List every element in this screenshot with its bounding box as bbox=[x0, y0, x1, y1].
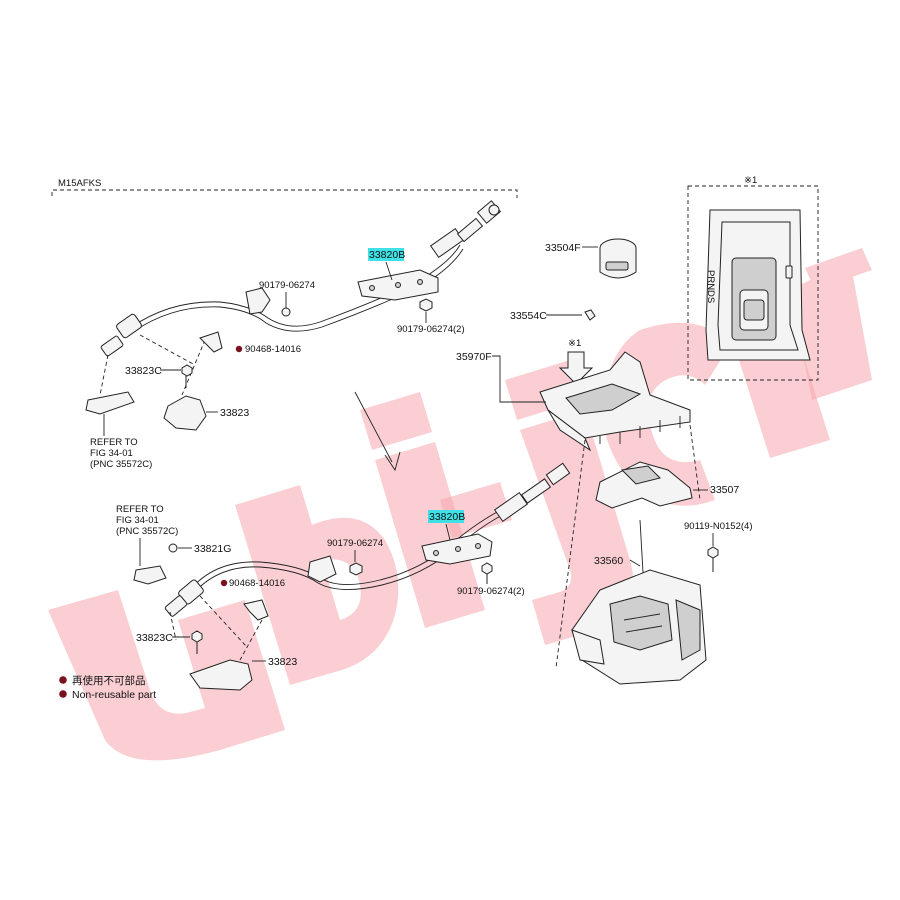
upper-label-90468: 90468-14016 bbox=[245, 344, 301, 355]
shifter-base-33560 bbox=[571, 519, 707, 685]
inset-gear-letters: PRNDS bbox=[705, 270, 716, 303]
watermark-letter-i bbox=[360, 392, 485, 628]
upper-bolt-33823C bbox=[181, 364, 193, 388]
shift-knob-33504F bbox=[599, 238, 637, 279]
watermark-dash bbox=[440, 482, 512, 538]
inset-mark: ※1 bbox=[744, 175, 757, 186]
upper-cable-left-end bbox=[116, 313, 142, 339]
lower-cable-assembly bbox=[133, 462, 571, 691]
lower-label-33820B: 33820B bbox=[429, 511, 465, 523]
lower-refer-part bbox=[133, 565, 167, 585]
right-label-33560: 33560 bbox=[594, 555, 623, 567]
bolt-90119 bbox=[707, 546, 719, 572]
legend-dot-en bbox=[59, 690, 67, 698]
watermark-letter-a bbox=[790, 248, 872, 400]
right-label-33504F: 33504F bbox=[545, 242, 581, 254]
lower-label-33821G: 33821G bbox=[194, 543, 231, 555]
lower-label-33823C: 33823C bbox=[136, 632, 173, 644]
upper-label-33823: 33823 bbox=[220, 407, 249, 419]
lower-nut-90179-a bbox=[349, 562, 363, 576]
upper-clip-90468 bbox=[199, 331, 223, 353]
lower-label-90468: 90468-14016 bbox=[229, 578, 285, 589]
watermark-letter-b bbox=[235, 485, 399, 685]
legend-non-reusable-jp: 再使用不可部品 bbox=[72, 674, 146, 687]
watermark bbox=[48, 248, 872, 761]
bracket-33507 bbox=[595, 461, 693, 509]
lower-33820B-highlight bbox=[428, 510, 464, 523]
lower-bolt-33823C bbox=[191, 630, 203, 654]
upper-refer-part bbox=[85, 391, 135, 415]
upper-bracket-33823 bbox=[163, 395, 207, 431]
legend-non-reusable-en: Non-reusable part bbox=[72, 689, 156, 701]
lower-bolt-90179-b bbox=[481, 562, 493, 584]
lower-part-33821G bbox=[168, 543, 178, 553]
upper-label-33823C: 33823C bbox=[125, 365, 162, 377]
right-label-90119: 90119-N0152(4) bbox=[684, 521, 752, 532]
upper-refer-line3: (PNC 35572C) bbox=[90, 459, 152, 470]
callout-arrow bbox=[558, 351, 594, 385]
lower-label-90179-a: 90179-06274 bbox=[327, 538, 383, 549]
lower-cable-end-fitting bbox=[494, 491, 528, 523]
upper-bolt-90179-b bbox=[419, 298, 433, 312]
upper-cable-assembly bbox=[85, 200, 502, 431]
upper-nut-90179-a bbox=[281, 307, 291, 317]
lower-refer-line1: REFER TO bbox=[116, 504, 164, 515]
model-code-label: M15AFKS bbox=[58, 178, 101, 189]
upper-label-90179-a: 90179-06274 bbox=[259, 280, 315, 291]
lower-clip-90468 bbox=[243, 599, 269, 621]
upper-label-90179-b: 90179-06274(2) bbox=[397, 324, 465, 335]
upper-refer-line2: FIG 34-01 bbox=[90, 448, 133, 459]
lower-label-90179-b: 90179-06274(2) bbox=[457, 586, 525, 597]
screw-33554C bbox=[584, 309, 596, 321]
watermark-letter-u bbox=[48, 590, 285, 761]
lower-bracket-33823 bbox=[189, 659, 253, 691]
transition-arrow bbox=[354, 391, 401, 472]
legend-dot-jp bbox=[59, 676, 67, 684]
callout-mark: ※1 bbox=[568, 338, 581, 349]
lower-refer-line3: (PNC 35572C) bbox=[116, 526, 178, 537]
lower-refer-line2: FIG 34-01 bbox=[116, 515, 159, 526]
watermark-letter-j bbox=[505, 360, 634, 645]
inset-panel: ※1 PRNDS bbox=[687, 175, 819, 381]
model-code-bracket bbox=[51, 189, 518, 198]
upper-refer-line1: REFER TO bbox=[90, 437, 138, 448]
upper-label-33820B: 33820B bbox=[369, 249, 405, 261]
upper-33820B-highlight bbox=[368, 248, 404, 261]
right-label-33554C: 33554C bbox=[510, 310, 547, 322]
right-label-35970F: 35970F bbox=[456, 351, 492, 363]
upper-clamp bbox=[245, 287, 271, 315]
shifter-console-35970F bbox=[539, 351, 691, 452]
lower-clamp bbox=[307, 555, 337, 583]
right-label-33507: 33507 bbox=[710, 484, 739, 496]
legend: 再使用不可部品 Non-reusable part bbox=[59, 674, 156, 701]
lower-label-33823: 33823 bbox=[268, 656, 297, 668]
